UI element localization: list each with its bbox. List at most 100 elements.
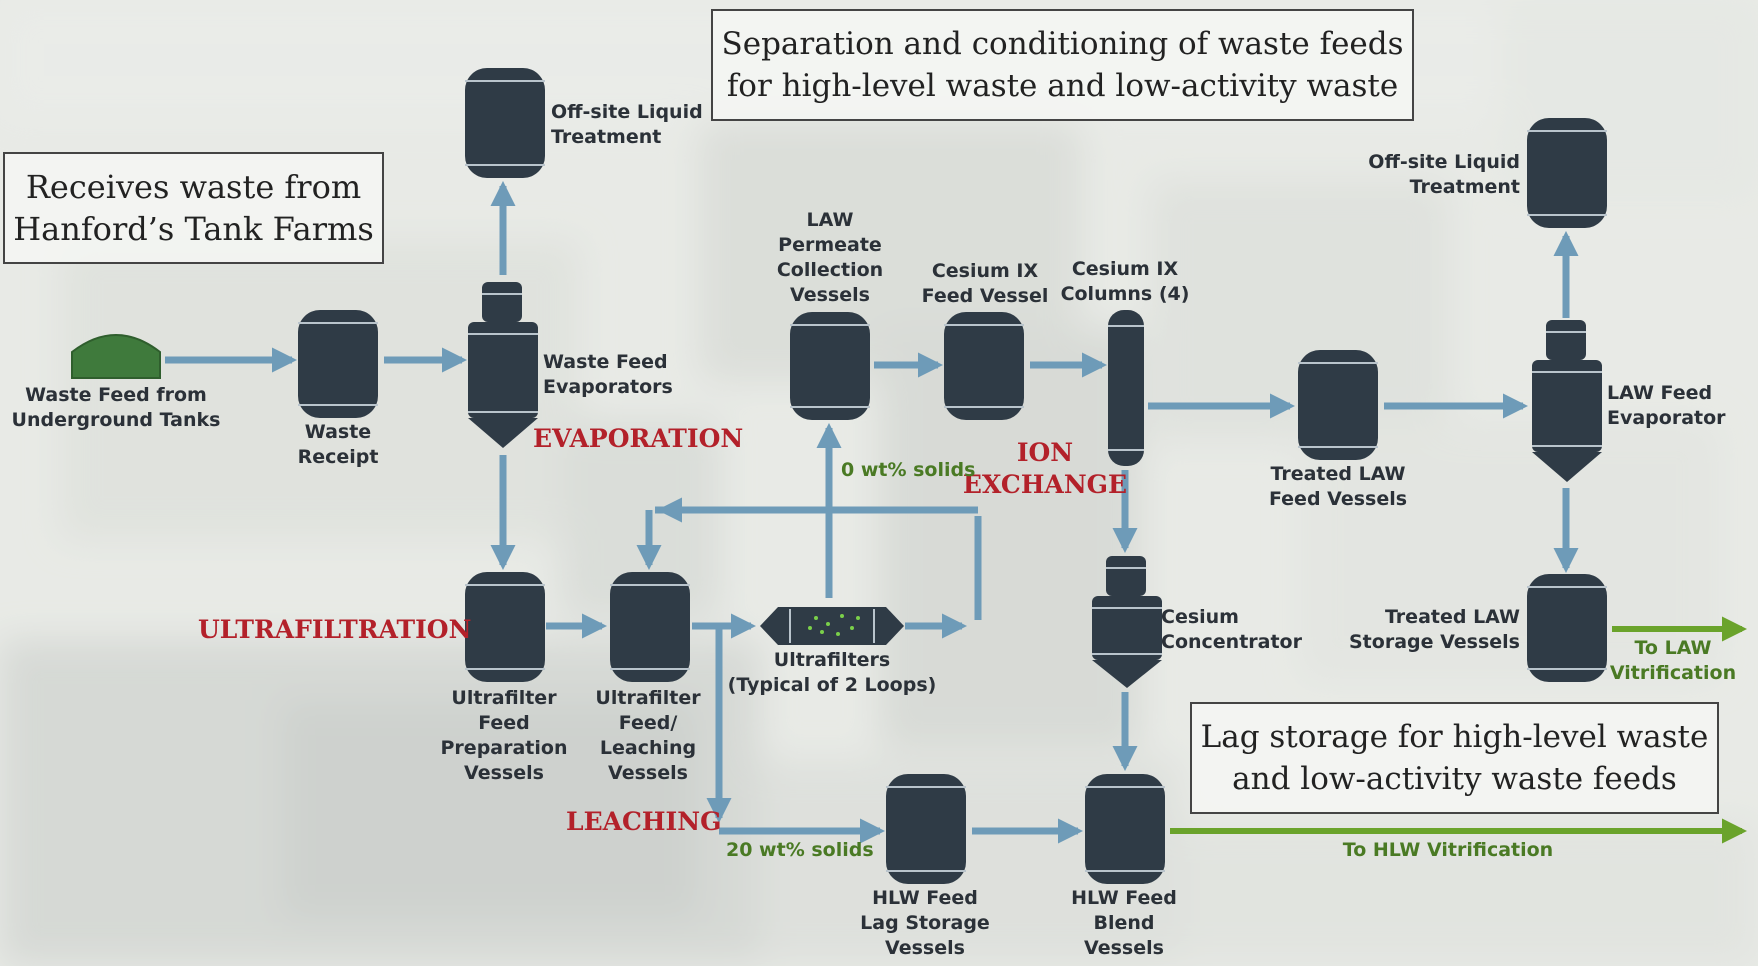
label-line: Ultrafilter — [451, 687, 557, 709]
label-line: Concentrator — [1161, 631, 1302, 653]
stage-ion-exchange: ION EXCHANGE — [963, 437, 1127, 501]
pipes — [165, 180, 1579, 844]
label-line: Feed — [478, 712, 530, 734]
label-line: Blend — [1093, 912, 1155, 934]
label-line: Evaporators — [543, 376, 673, 398]
label-line: Treatment — [551, 126, 662, 148]
label-line: To LAW — [1634, 637, 1712, 659]
vessel-cesium-ix-columns — [1108, 310, 1144, 466]
vessel-ultrafilter-feed-leach — [610, 572, 690, 682]
label-line: (Typical of 2 Loops) — [727, 674, 937, 696]
label-line: Columns (4) — [1060, 283, 1190, 305]
label-line: Vessels — [608, 762, 688, 784]
label-line: Evaporator — [1607, 407, 1726, 429]
label-line: Vessels — [464, 762, 544, 784]
label-line: Cesium — [1161, 606, 1239, 628]
label-line: Waste Feed — [543, 351, 668, 373]
label-ultrafilters: Ultrafilters (Typical of 2 Loops) — [728, 648, 937, 698]
label-line: Vessels — [790, 284, 870, 306]
label-line: Off-site Liquid — [1368, 151, 1520, 173]
label-line: Treated LAW — [1384, 606, 1520, 628]
label-line: Storage Vessels — [1349, 631, 1520, 653]
label-line: Feed/ — [618, 712, 678, 734]
output-arrows — [1170, 616, 1748, 844]
callout-lag-storage-line2: and low-activity waste feeds — [1232, 761, 1677, 797]
label-line: HLW Feed — [872, 887, 978, 909]
label-ultrafilter-feed-prep: Ultrafilter Feed Preparation Vessels — [441, 686, 568, 786]
callout-separation-line1: Separation and conditioning of waste fee… — [721, 26, 1404, 62]
label-law-permeate: LAW Permeate Collection Vessels — [777, 208, 883, 308]
label-cesium-ix-columns: Cesium IX Columns (4) — [1061, 257, 1190, 307]
vessel-law-permeate — [790, 312, 870, 420]
label-waste-receipt: Waste Receipt — [298, 420, 379, 470]
vessel-cesium-ix-feed — [944, 312, 1024, 420]
vessel-hlw-lag-storage — [886, 774, 966, 884]
vessel-hlw-blend — [1085, 774, 1165, 884]
label-line: Treatment — [1409, 176, 1520, 198]
label-line: Vessels — [1084, 937, 1164, 959]
callout-separation: Separation and conditioning of waste fee… — [711, 9, 1414, 121]
vessel-waste-receipt — [298, 310, 378, 418]
label-line: Treated LAW — [1270, 463, 1406, 485]
callout-lag-storage-line1: Lag storage for high-level waste — [1200, 719, 1709, 755]
label-line: Ultrafilters — [773, 649, 891, 671]
label-line: Leaching — [599, 737, 697, 759]
callout-tank-farms-line1: Receives waste from — [25, 168, 362, 206]
vessel-offsite-left — [465, 68, 545, 178]
label-twenty-solids: 20 wt% solids — [726, 839, 874, 861]
label-line: Feed Vessel — [921, 285, 1049, 307]
label-to-hlw-vit: To HLW Vitrification — [1342, 839, 1554, 861]
label-line: Lag Storage — [860, 912, 990, 934]
stage-ion-exchange-line1: ION — [1016, 438, 1074, 467]
callout-separation-line2: for high-level waste and low-activity wa… — [726, 68, 1399, 104]
label-line: Permeate — [778, 234, 882, 256]
label-offsite-right: Off-site Liquid Treatment — [1368, 150, 1520, 200]
label-cesium-concentrator: Cesium Concentrator — [1161, 605, 1302, 655]
label-line: Receipt — [297, 446, 379, 468]
label-hlw-blend: HLW Feed Blend Vessels — [1071, 886, 1177, 961]
label-cesium-ix-feed: Cesium IX Feed Vessel — [922, 259, 1049, 309]
callout-lag-storage: Lag storage for high-level waste and low… — [1190, 702, 1719, 814]
stage-ultrafiltration: ULTRAFILTRATION — [198, 615, 472, 644]
label-line: LAW Feed — [1607, 382, 1713, 404]
stage-ion-exchange-line2: EXCHANGE — [962, 470, 1128, 499]
label-line: Cesium IX — [1071, 258, 1179, 280]
label-hlw-lag: HLW Feed Lag Storage Vessels — [860, 886, 990, 961]
vessel-treated-law-storage — [1527, 574, 1607, 682]
ultrafilter-unit — [760, 607, 904, 645]
stage-evaporation: EVAPORATION — [533, 424, 744, 453]
label-line: Feed Vessels — [1268, 488, 1408, 510]
label-offsite-left: Off-site Liquid Treatment — [551, 100, 703, 150]
vessel-ultrafilter-feed-prep — [465, 572, 545, 682]
label-line: Preparation — [440, 737, 568, 759]
label-treated-law-storage: Treated LAW Storage Vessels — [1349, 605, 1520, 655]
callout-tank-farms-line2: Hanford’s Tank Farms — [13, 210, 374, 248]
stage-leaching: LEACHING — [566, 807, 722, 836]
vessel-offsite-right — [1527, 118, 1607, 228]
vessels — [298, 68, 1607, 884]
label-ultrafilter-feed-leach: Ultrafilter Feed/ Leaching Vessels — [595, 686, 700, 786]
label-treated-law-feed: Treated LAW Feed Vessels — [1269, 462, 1407, 512]
label-waste-feed-tanks: Waste Feed from Underground Tanks — [12, 383, 221, 433]
label-to-law-vit: To LAW Vitrification — [1610, 636, 1736, 686]
label-line: Underground Tanks — [11, 409, 221, 431]
label-line: Ultrafilter — [595, 687, 701, 709]
label-line: Off-site Liquid — [551, 101, 703, 123]
label-line: Vessels — [885, 937, 965, 959]
label-line: Collection — [776, 259, 884, 281]
vessel-treated-law-feed — [1298, 350, 1378, 460]
vessel-law-feed-evaporator — [1532, 320, 1602, 482]
label-line: LAW — [806, 209, 854, 231]
label-line: HLW Feed — [1071, 887, 1177, 909]
vessel-waste-feed-evaporator — [468, 282, 538, 448]
label-line: Vitrification — [1609, 662, 1737, 684]
label-waste-feed-evaporators: Waste Feed Evaporators — [543, 350, 673, 400]
label-zero-solids: 0 wt% solids — [841, 459, 976, 481]
callout-tank-farms: Receives waste from Hanford’s Tank Farms — [3, 152, 384, 264]
vessel-cesium-concentrator — [1092, 556, 1162, 688]
label-line: Waste Feed from — [25, 384, 207, 406]
underground-tank — [71, 334, 161, 379]
label-law-feed-evaporator: LAW Feed Evaporator — [1607, 381, 1726, 431]
label-line: Cesium IX — [931, 260, 1039, 282]
